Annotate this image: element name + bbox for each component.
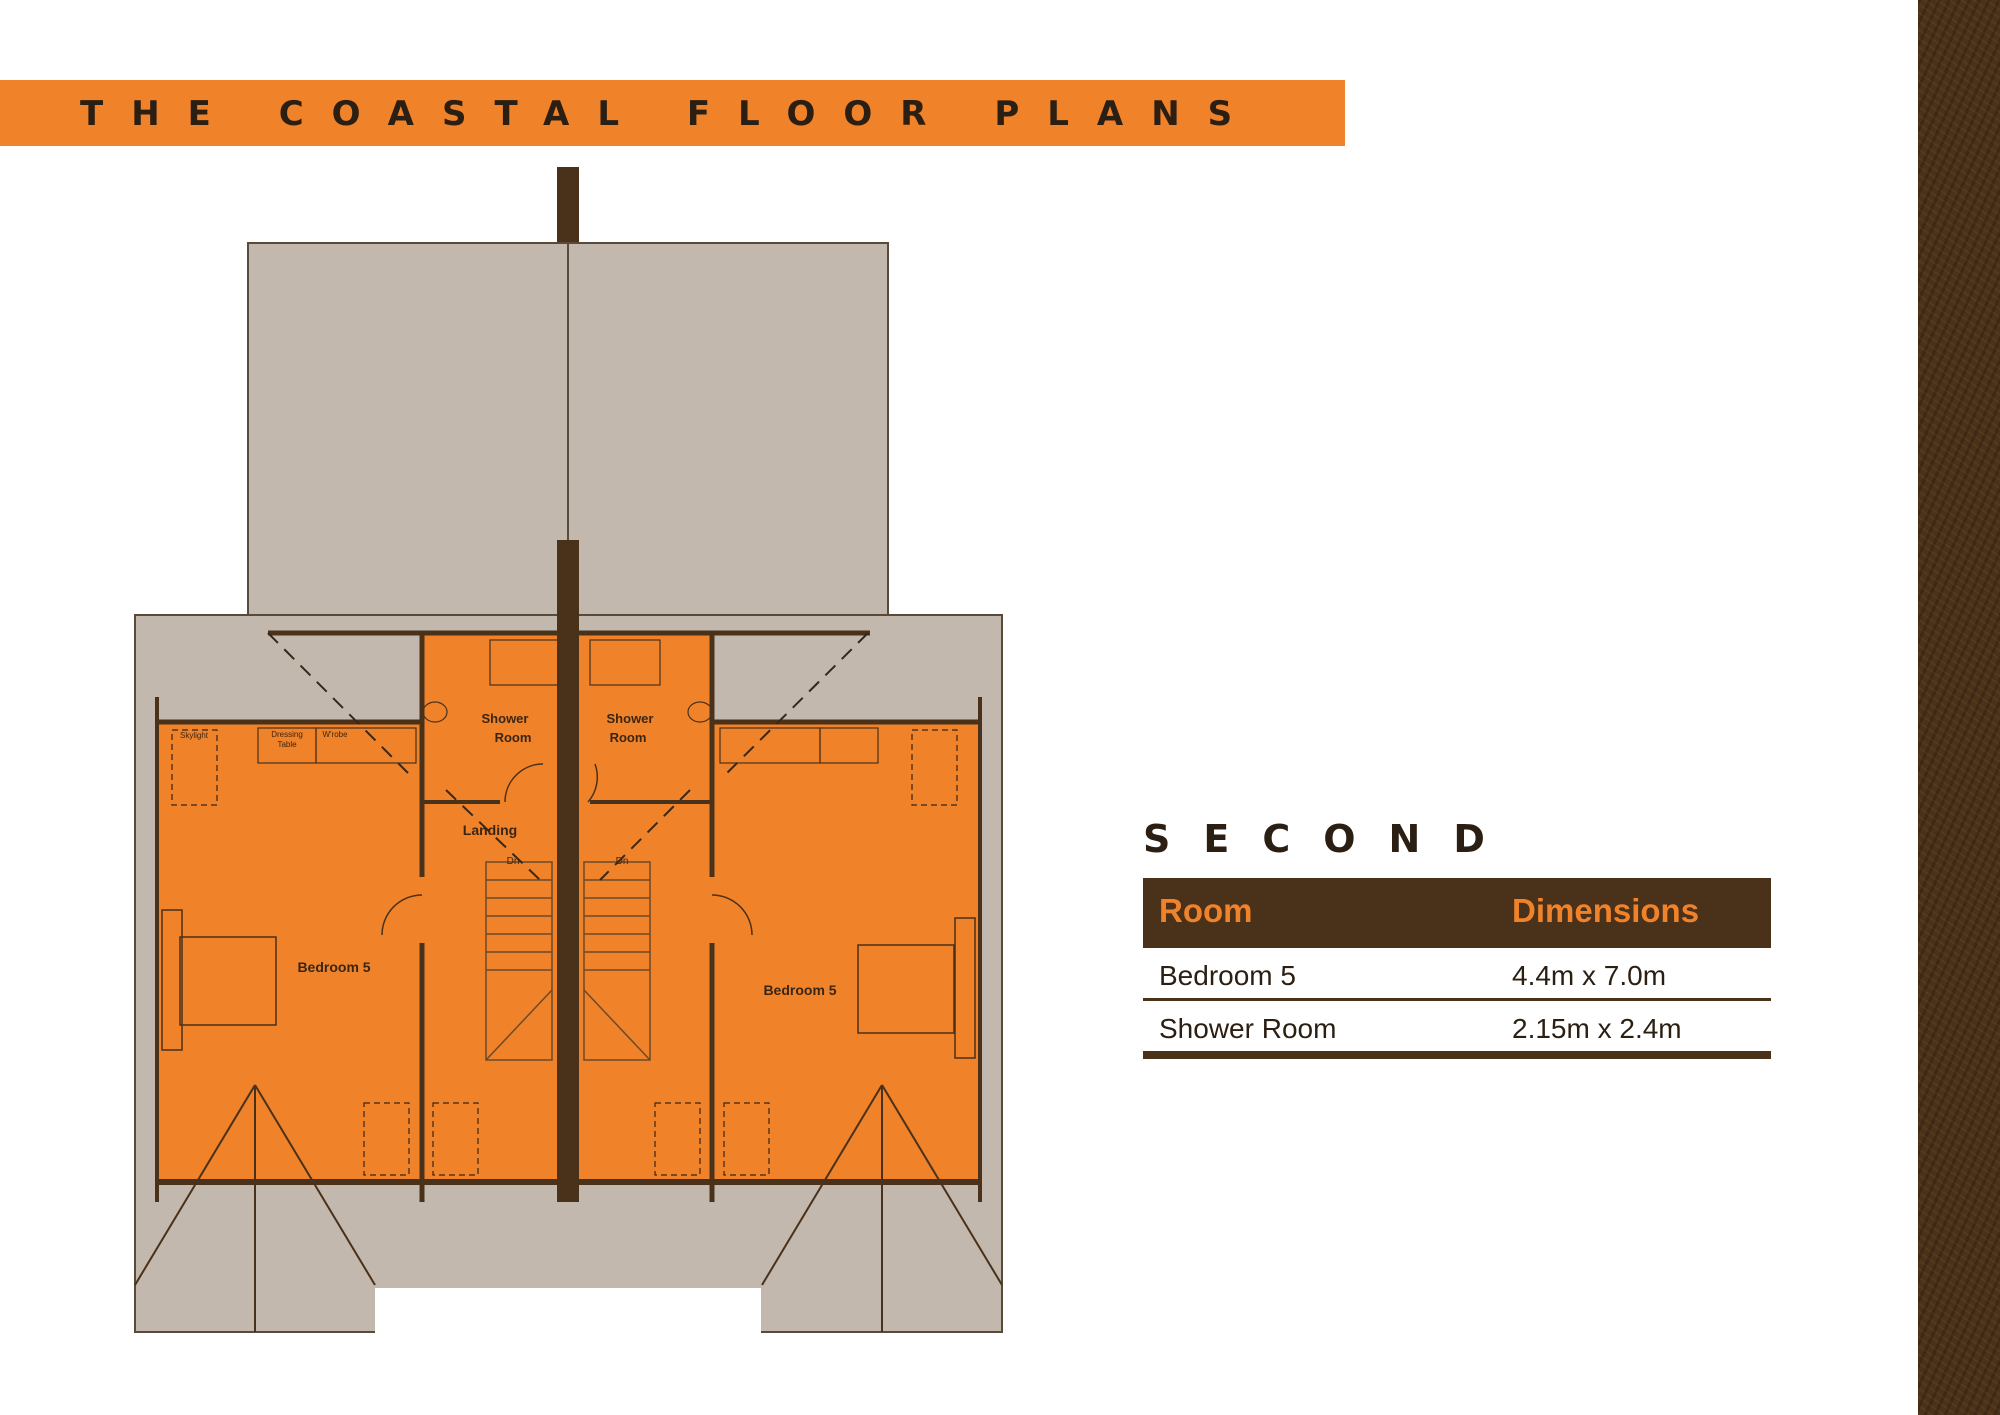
floor-heading: SECOND — [1143, 817, 1518, 861]
header-dimensions: Dimensions — [1512, 892, 1700, 929]
shower-room-left-label-line2: Room — [495, 730, 532, 745]
roof-dashed-lines — [267, 632, 869, 881]
door-swings — [381, 763, 753, 936]
title-banner: THE COASTAL FLOOR PLANS — [0, 80, 1345, 146]
dressing-table-label-line1: Dressing — [271, 730, 303, 739]
header-room: Room — [1159, 892, 1253, 929]
row-room: Bedroom 5 — [1159, 960, 1296, 991]
page-title: THE COASTAL FLOOR PLANS — [80, 94, 1261, 134]
bedroom-right-label: Bedroom 5 — [763, 982, 836, 998]
row-room: Shower Room — [1159, 1013, 1337, 1044]
landing-label: Landing — [463, 822, 517, 838]
stair-down-left-label: Dn — [507, 856, 520, 867]
shower-room-left-label-line1: Shower — [482, 711, 529, 726]
stairs — [485, 861, 651, 1061]
beds — [161, 909, 976, 1059]
decorative-side-strip — [1918, 0, 2000, 1415]
skylight-label: Skylight — [180, 731, 209, 740]
shower-room-right-label-line2: Room — [610, 730, 647, 745]
bedroom-left-label: Bedroom 5 — [297, 959, 370, 975]
wardrobe-label: W'robe — [322, 730, 348, 739]
row-dimensions: 2.15m x 2.4m — [1512, 1013, 1682, 1044]
chimney — [557, 167, 579, 242]
row-dimensions: 4.4m x 7.0m — [1512, 960, 1667, 991]
table-row: Bedroom 5 4.4m x 7.0m — [1143, 948, 1771, 1001]
stair-down-right-label: Dn — [616, 856, 629, 867]
table-row: Shower Room 2.15m x 2.4m — [1143, 1001, 1771, 1059]
table-header: Room Dimensions — [1143, 878, 1771, 948]
floor-plan: Bedroom 5 Bedroom 5 Shower Room Shower R… — [134, 167, 1003, 1360]
party-wall — [557, 540, 579, 1202]
skylights — [171, 729, 958, 1176]
furniture — [257, 639, 879, 764]
shower-room-right-label-line1: Shower — [607, 711, 654, 726]
dimensions-table: Room Dimensions Bedroom 5 4.4m x 7.0m Sh… — [1143, 878, 1771, 1059]
dressing-table-label-line2: Table — [277, 740, 297, 749]
gable-lines — [134, 1084, 1003, 1332]
